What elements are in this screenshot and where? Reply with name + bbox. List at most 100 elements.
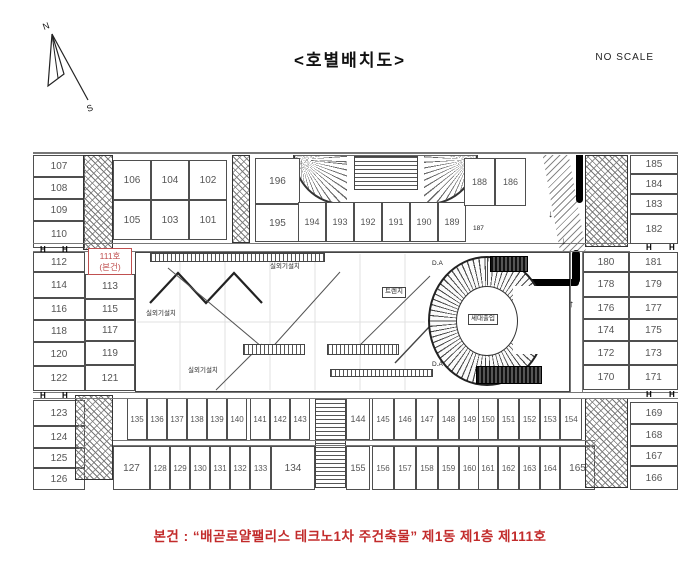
driveway-curb [527, 279, 579, 286]
room-105: 105 [113, 200, 151, 240]
outdoor-unit-label-1: 실외기설치 [146, 310, 176, 317]
room-122: 122 [33, 366, 85, 391]
room-175: 175 [629, 319, 678, 341]
room-113: 113 [85, 274, 135, 299]
room-130: 130 [190, 446, 210, 490]
room-163: 163 [519, 446, 540, 490]
room-118: 118 [33, 320, 85, 342]
stair-strip-1 [315, 398, 346, 488]
da-label-2: D.A [432, 361, 443, 368]
room-148: 148 [438, 398, 459, 440]
room-112: 112 [33, 252, 85, 272]
room-181: 181 [629, 252, 678, 272]
room-191: 191 [382, 202, 410, 242]
room-166: 166 [630, 466, 678, 490]
room-134: 134 [271, 446, 315, 490]
corridor-3 [33, 392, 678, 399]
room-161: 161 [478, 446, 498, 490]
room-109: 109 [33, 199, 85, 221]
turnaround-stair-band-bottom [476, 366, 542, 384]
room-179: 179 [629, 272, 678, 297]
corridor-4 [113, 440, 595, 446]
driveway-curb [576, 155, 583, 203]
room-164: 164 [540, 446, 560, 490]
room-116: 116 [33, 298, 85, 320]
room-144: 144 [346, 398, 370, 440]
room-106: 106 [113, 160, 151, 200]
room-126: 126 [33, 468, 85, 490]
room-192: 192 [354, 202, 382, 242]
room-154: 154 [560, 398, 582, 440]
driveway-curb [572, 250, 580, 284]
room-114: 114 [33, 272, 85, 298]
room-132: 132 [230, 446, 250, 490]
room-186: 186 [495, 158, 526, 206]
room-159: 159 [438, 446, 459, 490]
room-162: 162 [498, 446, 519, 490]
room-157: 157 [394, 446, 416, 490]
room-127: 127 [113, 446, 150, 490]
room-180: 180 [583, 252, 629, 272]
subject-unit-highlight: 111호 (본건) [88, 248, 132, 275]
room-185: 185 [630, 155, 678, 174]
room-190: 190 [410, 202, 438, 242]
entrance-label: 세대출입 [468, 314, 498, 325]
room-174: 174 [583, 319, 629, 341]
room-167: 167 [630, 446, 678, 466]
ramp-arrow-down-2: ↓ [561, 236, 566, 247]
room-160: 160 [459, 446, 480, 490]
room-107: 107 [33, 155, 85, 177]
room-193: 193 [326, 202, 354, 242]
room-125: 125 [33, 448, 85, 468]
room-152: 152 [519, 398, 540, 440]
room-128: 128 [150, 446, 170, 490]
room-129: 129 [170, 446, 190, 490]
room-158: 158 [416, 446, 438, 490]
room-104: 104 [151, 160, 189, 200]
room-183: 183 [630, 194, 678, 214]
room-146: 146 [394, 398, 416, 440]
column-h-mark-4: H [62, 391, 68, 400]
svg-text:N: N [41, 20, 51, 32]
room-177: 177 [629, 297, 678, 319]
unit-187-label: 187 [473, 225, 484, 232]
north-compass-icon: N S [41, 20, 94, 114]
room-138: 138 [187, 398, 207, 440]
room-178: 178 [583, 272, 629, 297]
stair-strip-4 [150, 253, 325, 262]
column-h-mark-2: H [62, 245, 68, 254]
room-108: 108 [33, 177, 85, 199]
room-156: 156 [372, 446, 394, 490]
stair-strip-3 [327, 344, 399, 355]
room-188: 188 [464, 158, 495, 206]
stair-elevator-core-4 [75, 395, 113, 480]
room-196: 196 [255, 158, 300, 204]
room-143: 143 [290, 398, 310, 440]
room-184: 184 [630, 174, 678, 194]
room-153: 153 [540, 398, 560, 440]
room-149: 149 [459, 398, 480, 440]
column-h-mark-7: H [646, 390, 652, 399]
room-103: 103 [151, 200, 189, 240]
svg-text:S: S [85, 102, 94, 113]
room-150: 150 [478, 398, 498, 440]
room-195: 195 [255, 204, 300, 242]
room-133: 133 [250, 446, 271, 490]
stair-strip-5 [330, 369, 433, 377]
room-141: 141 [250, 398, 270, 440]
turnaround-stair-band-top [490, 256, 528, 272]
room-176: 176 [583, 297, 629, 319]
corridor-5 [570, 252, 583, 392]
stair-elevator-core-1 [83, 155, 113, 250]
stair-elevator-core-3 [585, 155, 628, 247]
room-151: 151 [498, 398, 519, 440]
turnaround-opening [513, 286, 549, 354]
room-155: 155 [346, 446, 370, 490]
room-170: 170 [583, 365, 629, 390]
room-120: 120 [33, 342, 85, 366]
subject-caption: 본건 : “배곧로얄팰리스 테크노1차 주건축물” 제1동 제1층 제111호 [153, 529, 547, 544]
corridor-2 [33, 243, 630, 252]
room-173: 173 [629, 341, 678, 365]
